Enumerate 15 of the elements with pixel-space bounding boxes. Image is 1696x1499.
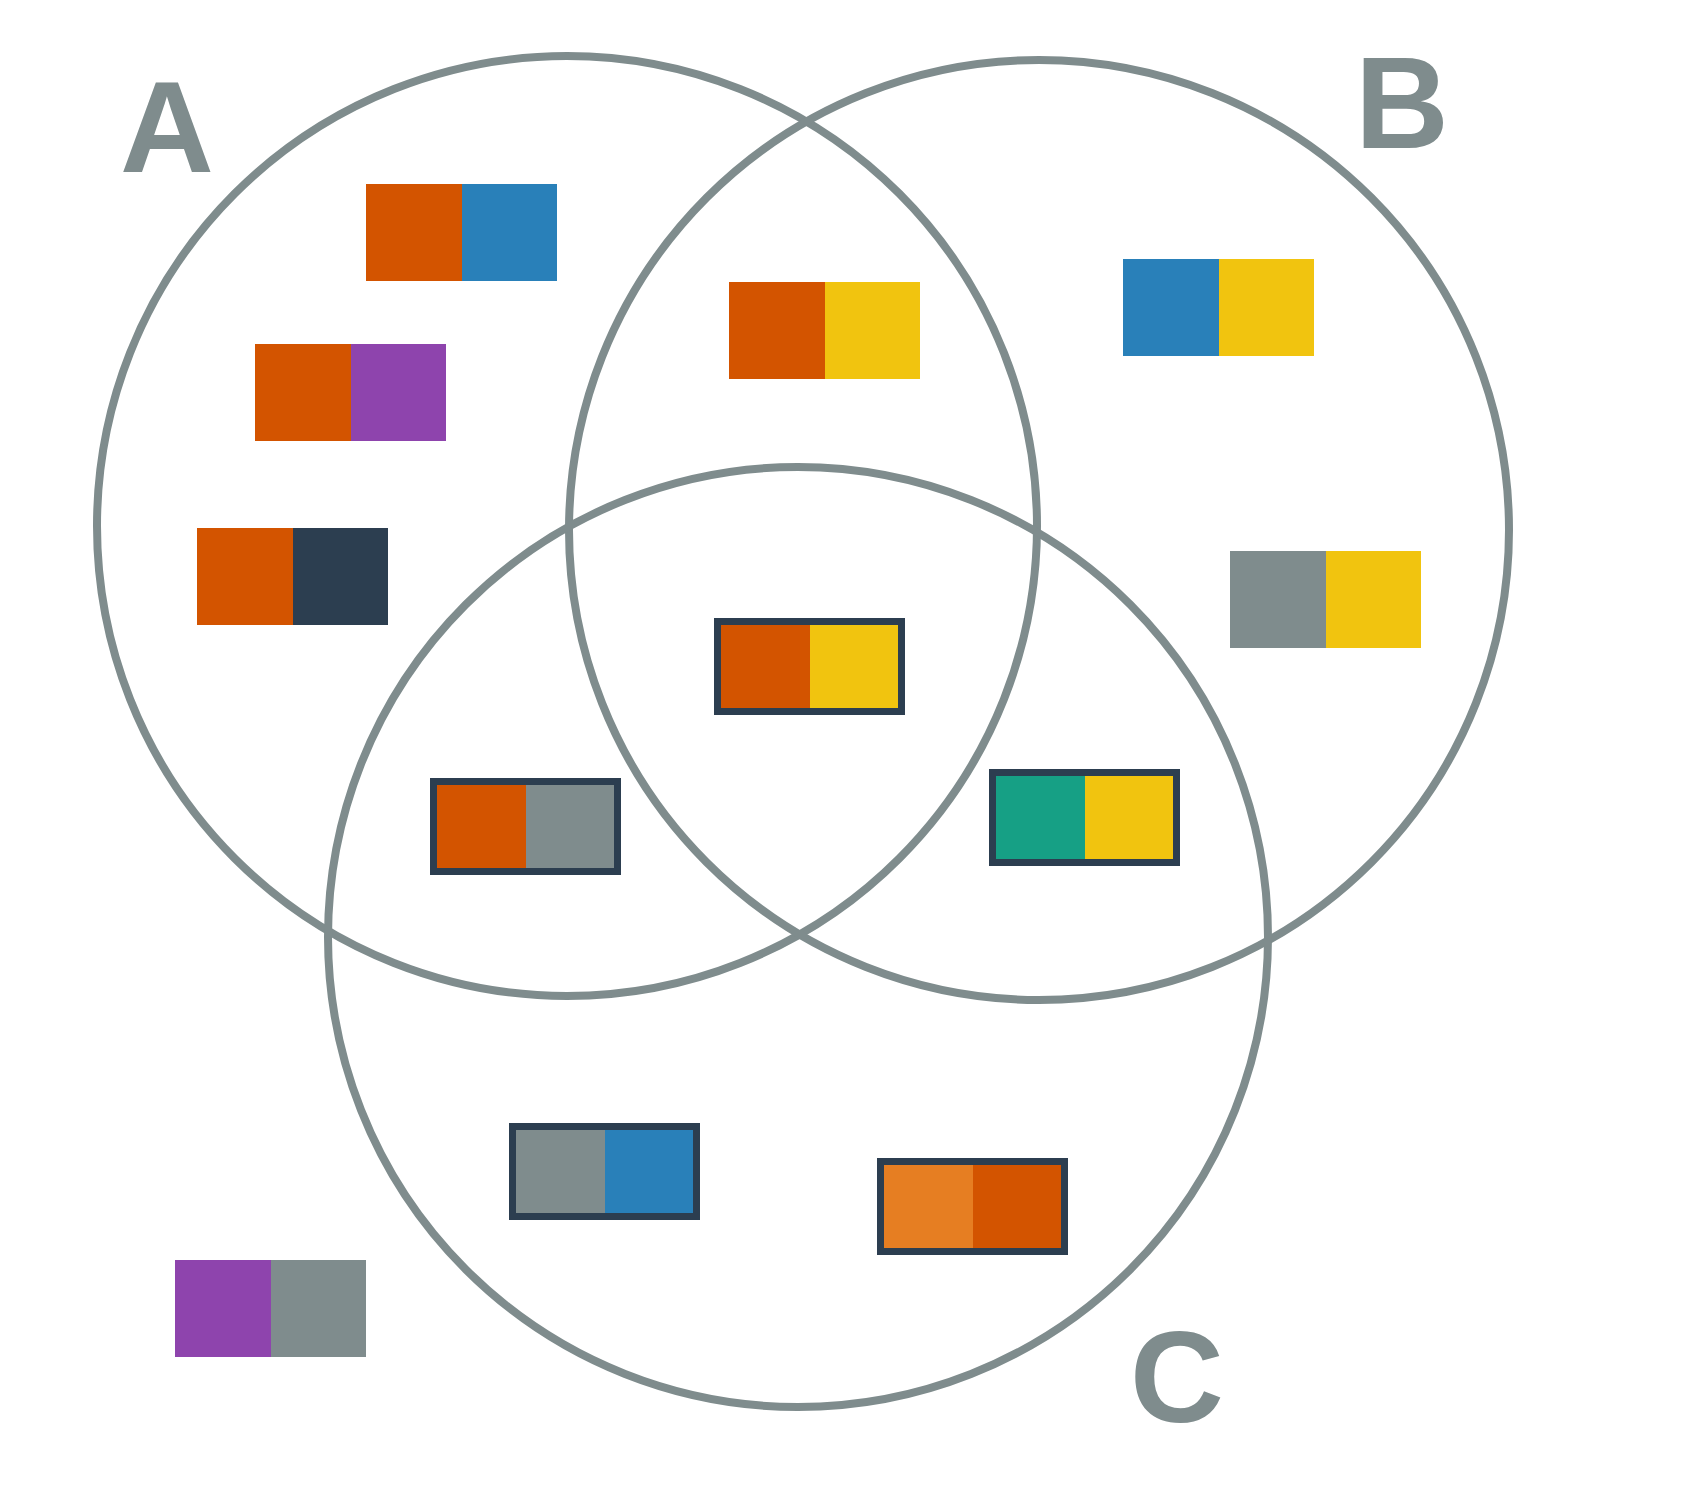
set-label: C (1130, 1312, 1224, 1442)
color-pair-box (989, 769, 1180, 866)
color-pair-box (430, 778, 621, 875)
color-pair-box (714, 618, 905, 715)
color-pair-box (509, 1123, 700, 1220)
color-pair-box (255, 344, 446, 441)
color-pair-box (877, 1158, 1068, 1255)
color-pair-box (1230, 551, 1421, 648)
color-pair-box (729, 282, 920, 379)
color-pair-box (197, 528, 388, 625)
color-pair-box (1123, 259, 1314, 356)
set-label: A (120, 62, 214, 192)
set-label: B (1355, 38, 1449, 168)
color-pair-box (175, 1260, 366, 1357)
color-pair-box (366, 184, 557, 281)
